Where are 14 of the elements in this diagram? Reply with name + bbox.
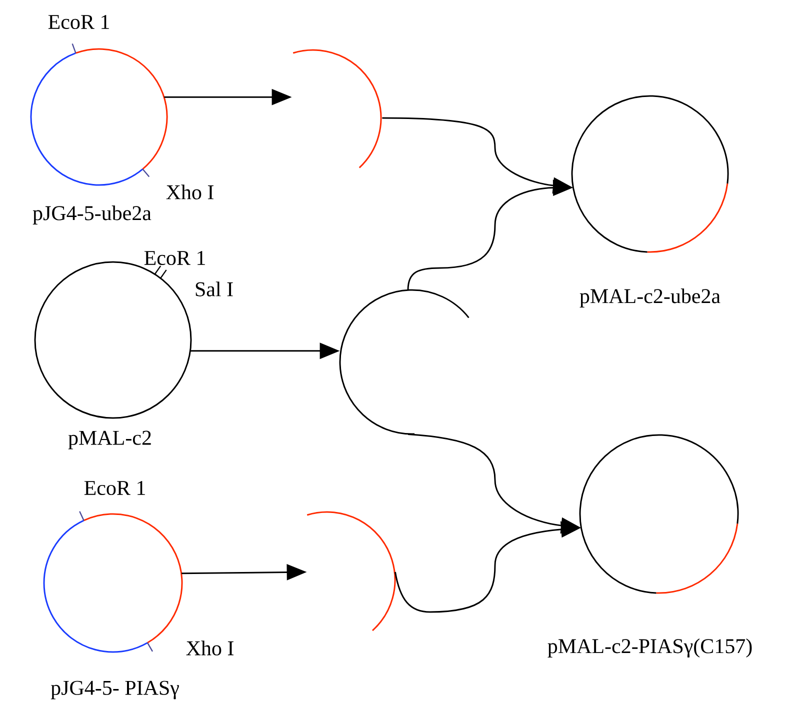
- dna-fragment: [339, 289, 470, 435]
- dna-fragment: [292, 49, 382, 168]
- site-label: EcoR 1: [48, 14, 109, 30]
- site-label: Sal I: [196, 282, 233, 296]
- plasmid-label: pJG4-5-ube2a: [32, 205, 152, 225]
- site-label: Xho I: [166, 184, 214, 200]
- plasmid-label: pMAL-c2-ube2a: [580, 288, 720, 308]
- plasmid-label: pMAL-c2: [68, 430, 151, 450]
- plasmid-label: pMAL-c2-PIASγ(C157): [548, 638, 752, 658]
- plasmid-label: pJG4-5- PIASγ: [50, 680, 179, 700]
- site-label: EcoR 1: [144, 250, 205, 266]
- site-label: Xho I: [186, 640, 234, 656]
- dna-fragment: [306, 511, 396, 632]
- site-label: EcoR 1: [84, 480, 145, 496]
